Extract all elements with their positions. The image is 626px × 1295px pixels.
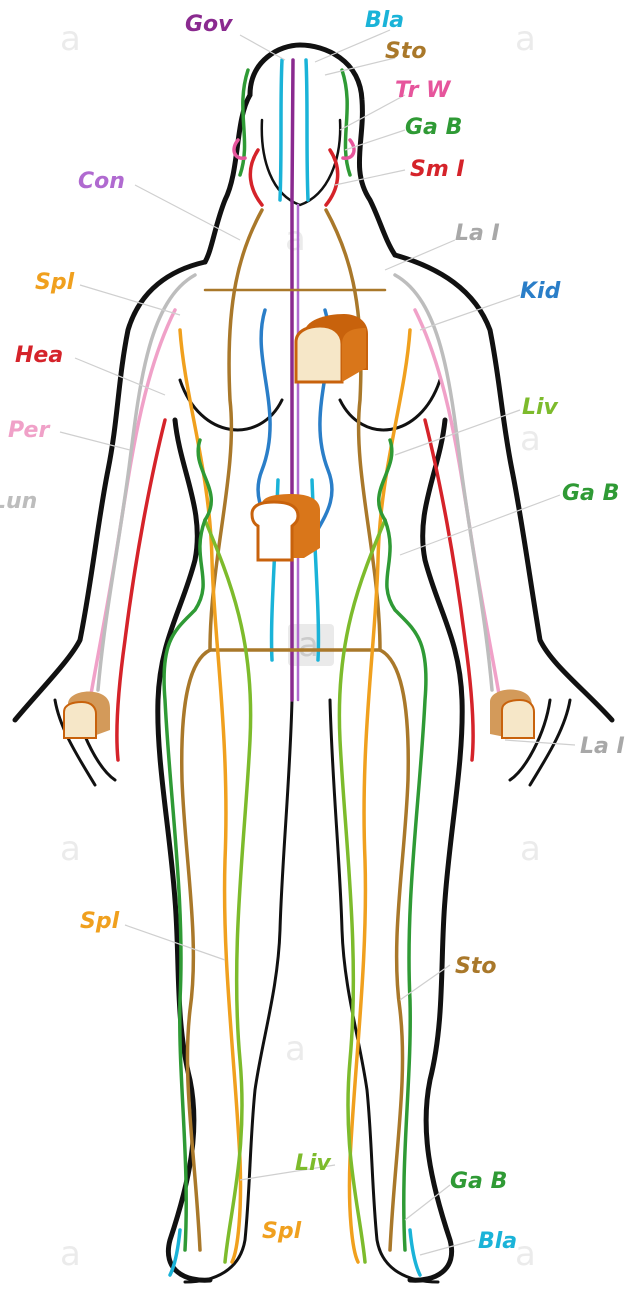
svg-text:a: a [60,19,81,59]
bread-loaf-icon-left-hand [64,692,110,739]
leg-right-inner [330,700,438,1282]
label-per: Per [8,418,50,443]
svg-text:a: a [285,1029,306,1069]
leg-left-inner [185,700,292,1282]
label-kid: Kid [520,279,561,304]
hair-right [250,45,395,255]
svg-text:a: a [515,19,536,59]
watermark-layer: a a a a a a a a a a [60,19,541,1274]
label-sto-top: Sto [385,39,426,64]
label-gov: Gov [185,12,233,37]
label-gab-head: Ga B [405,115,462,140]
label-liv-chest: Liv [522,395,559,420]
bread-loaf-icon-right-hand [490,690,534,739]
face [262,120,340,205]
label-smi: Sm I [410,157,465,182]
label-liv-ankle: Liv [295,1151,332,1176]
svg-text:a: a [60,829,81,869]
label-spl-thigh: Spl [80,909,120,934]
governing-line [292,60,293,700]
arm-left-outer [15,262,205,720]
label-gab-waist: Ga B [562,481,619,506]
label-bla-top: Bla [365,8,404,33]
label-lai-neck: La I [455,221,500,246]
svg-text:a: a [285,219,306,259]
leg-right-outer [410,420,462,1280]
bread-loaf-icon [296,314,368,382]
label-gab-ankle: Ga B [450,1169,507,1194]
label-spl-shoulder: Spl [35,270,75,295]
label-bla-foot: Bla [478,1229,517,1254]
svg-text:a: a [298,625,319,665]
label-sto-knee: Sto [455,954,496,979]
label-spl-foot: Spl [262,1219,302,1244]
svg-text:a: a [60,1234,81,1274]
svg-text:a: a [520,419,541,459]
label-con: Con [78,169,125,194]
label-trw: Tr W [395,78,452,103]
bread-slice-icon [252,494,320,560]
label-hea: Hea [15,343,63,368]
svg-text:a: a [520,829,541,869]
svg-text:a: a [515,1234,536,1274]
label-lun: Lun [0,489,37,514]
label-lai-hand: La I [580,734,625,759]
